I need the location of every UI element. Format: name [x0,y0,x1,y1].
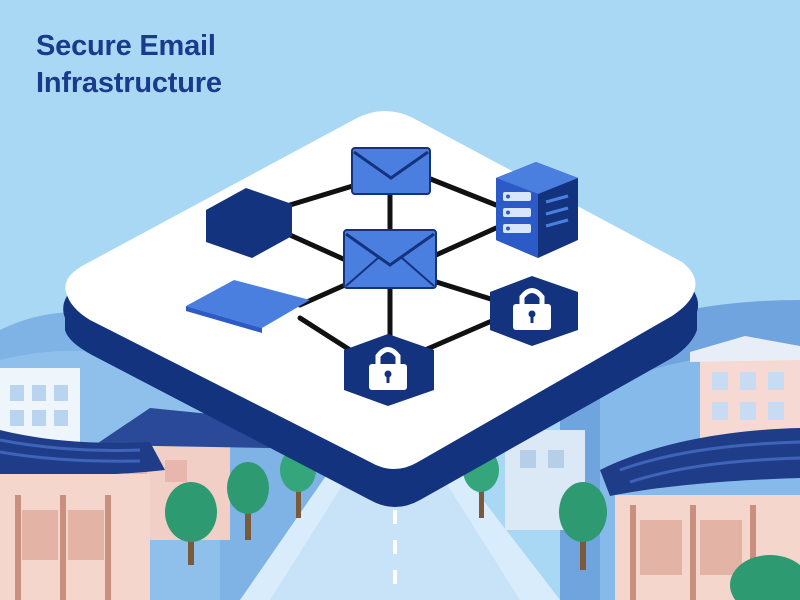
panel-node-left [186,280,310,333]
hexagon-node-left [206,188,292,258]
title-line-1: Secure Email [36,30,216,62]
title-line-2: Infrastructure [36,67,222,99]
road [240,470,560,600]
trees [165,448,800,600]
right-buildings [505,336,800,600]
tree [559,482,607,570]
lock-node-right [490,276,578,346]
envelope-top-node [351,147,431,195]
tree [227,462,269,540]
tree [730,555,800,600]
server-node [496,162,578,258]
page-title: Secure Email Infrastructure [36,28,366,102]
envelope-center-node [343,229,437,289]
lock-node-bottom [344,334,434,406]
tree [165,482,217,565]
